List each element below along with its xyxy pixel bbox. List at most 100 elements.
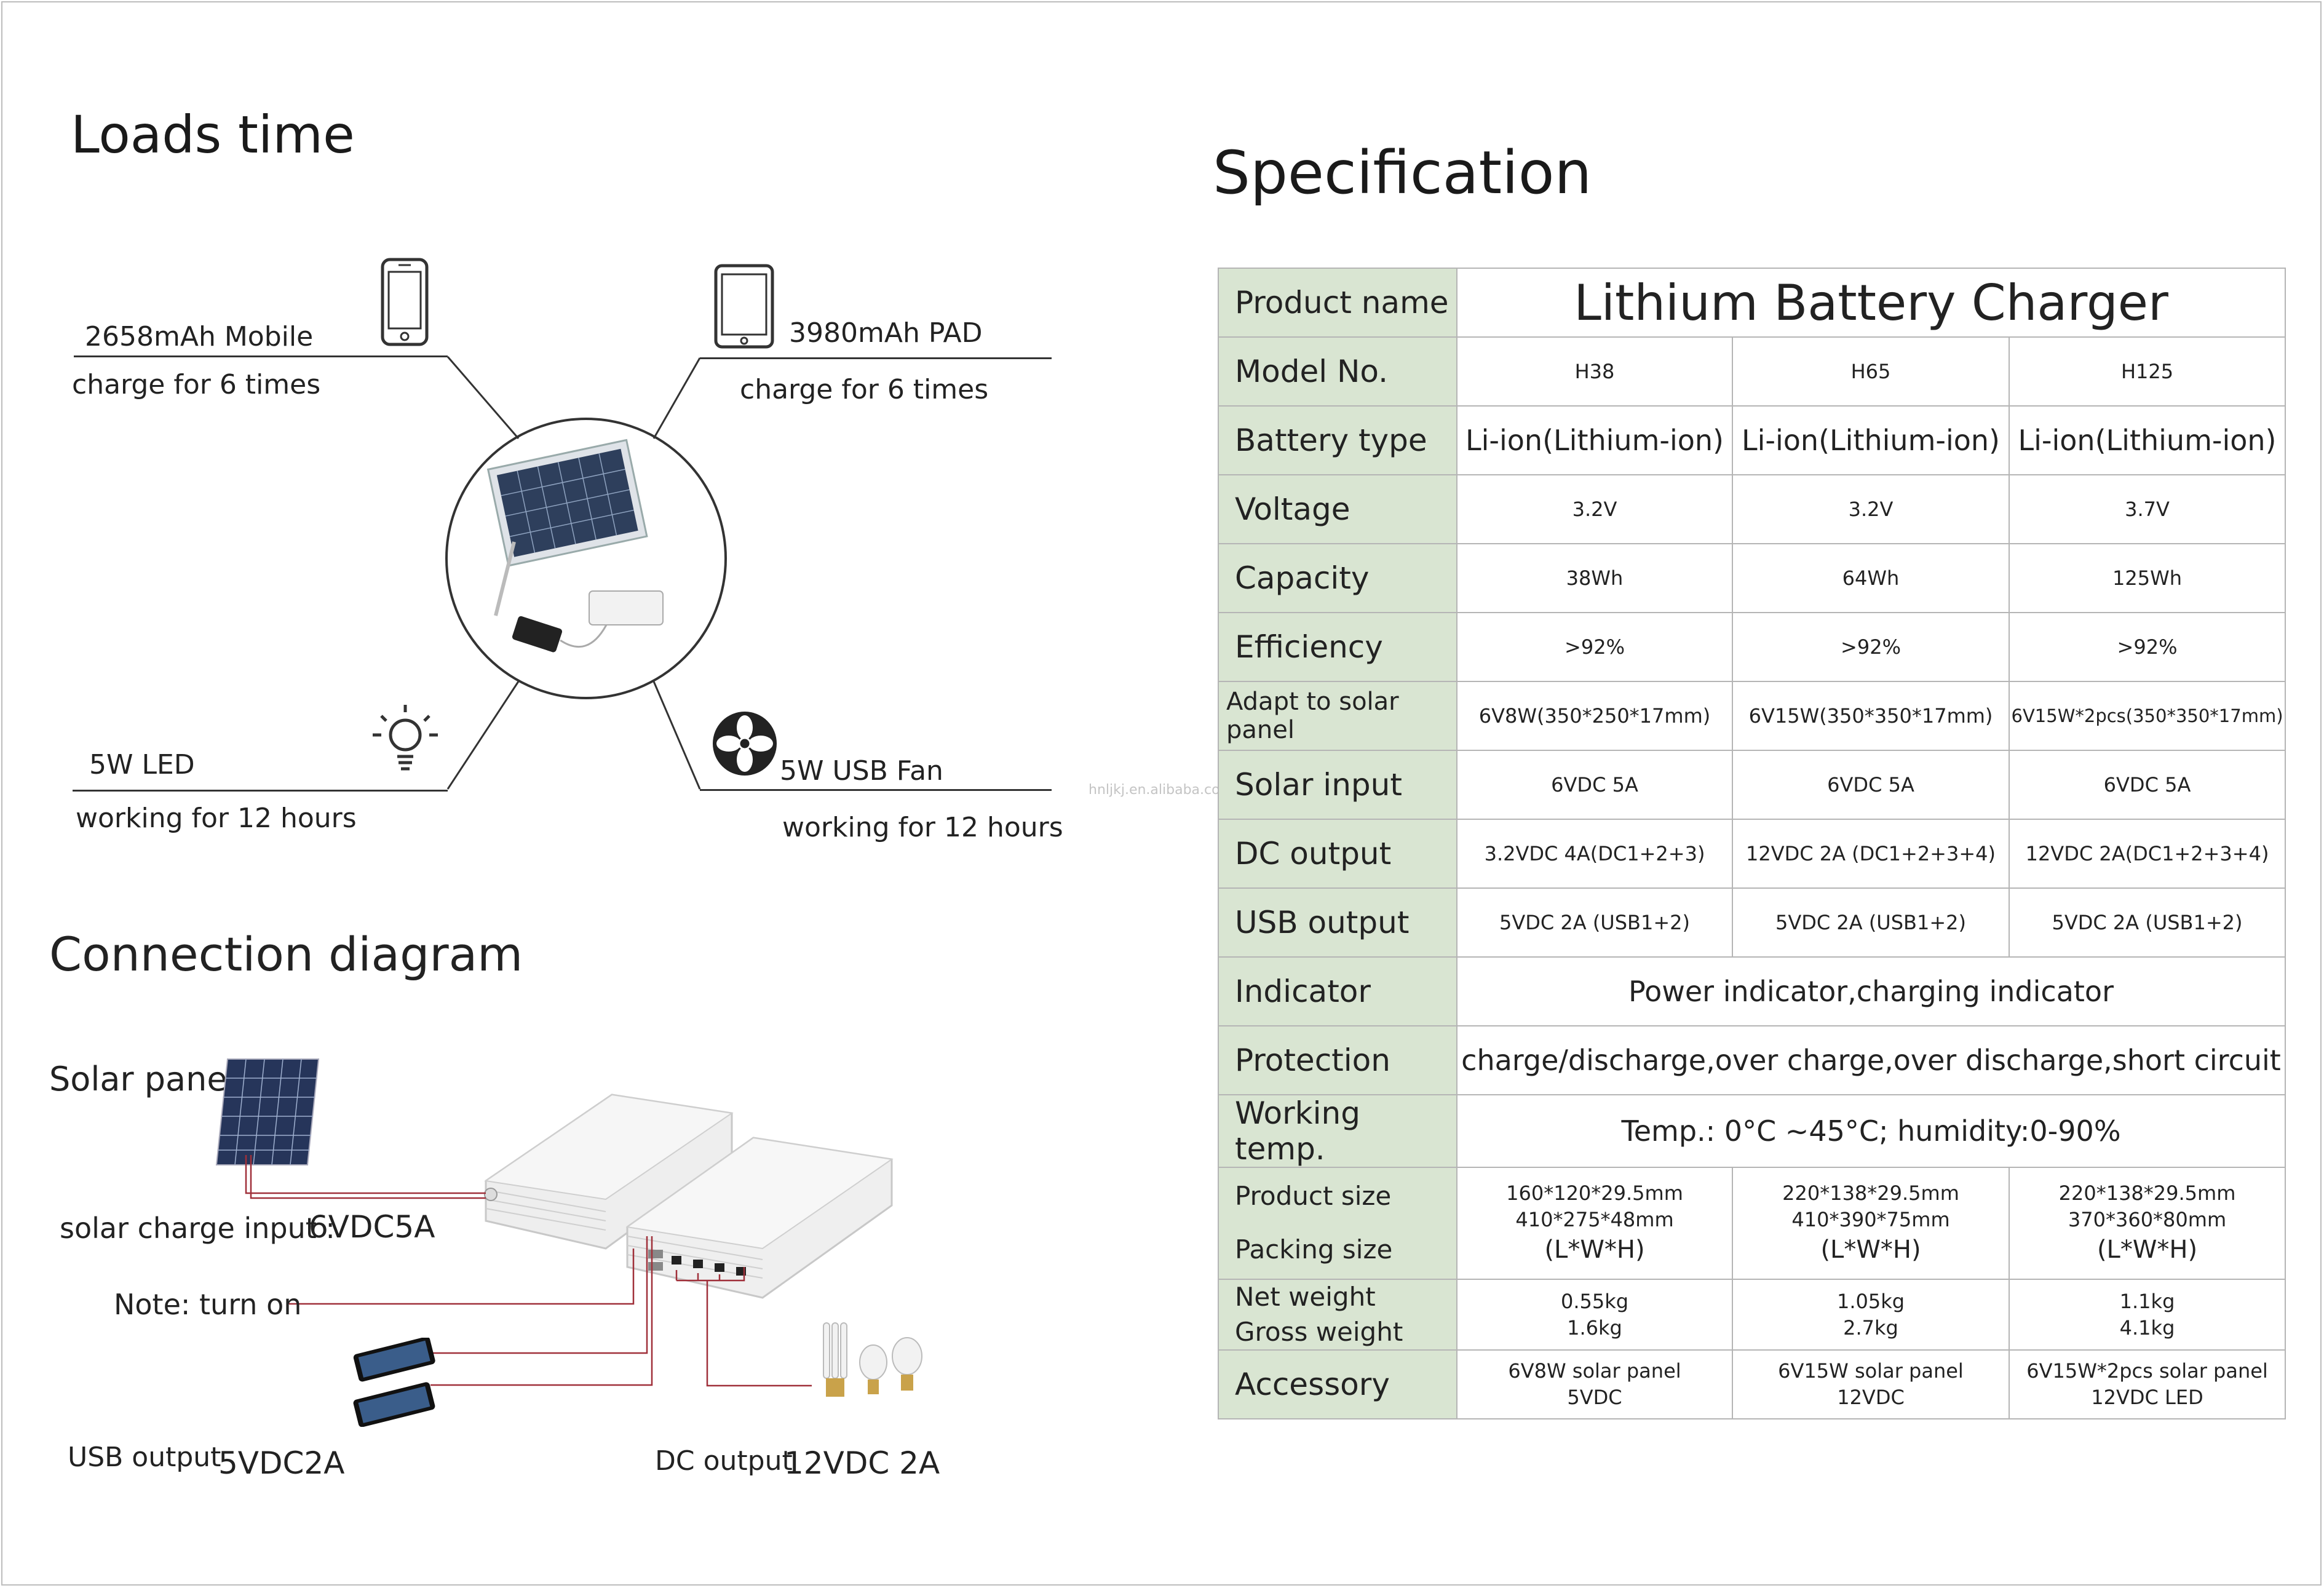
size-unit-h38: (L*W*H) (1544, 1236, 1645, 1264)
label-solar-input: Solar input (1218, 750, 1457, 820)
table-row: Adapt to solar panel 6V8W(350*250*17mm) … (1218, 681, 2286, 751)
fan-underline (700, 789, 1052, 791)
solar-panel-image (215, 1058, 320, 1165)
accessory-h125: 6V15W*2pcs solar panel 12VDC LED (2008, 1349, 2286, 1420)
table-row: Product name Lithium Battery Charger (1218, 268, 2286, 338)
table-row: Efficiency >92% >92% >92% (1218, 612, 2286, 682)
usb-output-h65: 5VDC 2A (USB1+2) (1732, 887, 2010, 958)
table-row: Capacity 38Wh 64Wh 125Wh (1218, 543, 2286, 613)
battery-type-h125: Li-ion(Lithium-ion) (2008, 405, 2286, 475)
gross-weight-h125: 4.1kg (2119, 1316, 2175, 1340)
label-weight: Net weight Gross weight (1218, 1278, 1457, 1351)
watermark: hnljkj.en.alibaba.com (1089, 782, 1234, 798)
label-battery-type: Battery type (1218, 405, 1457, 475)
label-accessory: Accessory (1218, 1349, 1457, 1420)
mobile-phone-icon (381, 258, 429, 346)
accessory-h38-line2: 5VDC (1567, 1386, 1622, 1410)
mobile-capacity-value: 2658mAh (85, 321, 216, 352)
accessory-h65: 6V15W solar panel 12VDC (1732, 1349, 2010, 1420)
label-model-no: Model No. (1218, 336, 1457, 407)
smartphones-image (353, 1338, 435, 1427)
size-unit-h125: (L*W*H) (2096, 1236, 2198, 1264)
product-size-h38: 160*120*29.5mm (1506, 1181, 1683, 1205)
accessory-h125-line2: 12VDC LED (2091, 1386, 2203, 1410)
product-size-h65: 220*138*29.5mm (1782, 1181, 1959, 1205)
label-product-size: Product size (1235, 1181, 1392, 1212)
solar-panel-h38: 6V8W(350*250*17mm) (1456, 681, 1733, 751)
solar-panel-h65: 6V15W(350*350*17mm) (1732, 681, 2010, 751)
led-underline (73, 790, 448, 792)
fan-icon (713, 712, 777, 776)
weight-h125: 1.1kg 4.1kg (2008, 1278, 2286, 1351)
label-dc-output: DC output (1218, 819, 1457, 889)
product-size-h125: 220*138*29.5mm (2058, 1181, 2236, 1205)
efficiency-h65: >92% (1732, 612, 2010, 682)
tablet-icon (714, 264, 774, 349)
connection-wires (245, 1155, 812, 1387)
usb-output-h125: 5VDC 2A (USB1+2) (2008, 887, 2286, 958)
table-row: Working temp. Temp.: 0°C ~45°C; humidity… (1218, 1094, 2286, 1168)
accessory-h125-line1: 6V15W*2pcs solar panel (2026, 1359, 2268, 1383)
loads-connector-lines (445, 356, 727, 790)
led-note: working for 12 hours (76, 803, 357, 834)
accessory-h38: 6V8W solar panel 5VDC (1456, 1349, 1733, 1420)
mobile-underline (74, 355, 448, 357)
efficiency-h125: >92% (2008, 612, 2286, 682)
label-indicator: Indicator (1218, 956, 1457, 1026)
solar-input-value: 6VDC5A (309, 1209, 435, 1245)
table-row: USB output 5VDC 2A (USB1+2) 5VDC 2A (USB… (1218, 887, 2286, 958)
solar-kit-illustration (486, 439, 664, 653)
battery-type-h65: Li-ion(Lithium-ion) (1732, 405, 2010, 475)
usb-output-label: USB output (68, 1442, 221, 1473)
weight-h38: 0.55kg 1.6kg (1456, 1278, 1733, 1351)
solar-input-h65: 6VDC 5A (1732, 750, 2010, 820)
mobile-device-label: Mobile (224, 321, 314, 352)
label-net-weight: Net weight (1235, 1282, 1376, 1312)
dc-output-h125: 12VDC 2A(DC1+2+3+4) (2008, 819, 2286, 889)
table-row: Protection charge/discharge,over charge,… (1218, 1025, 2286, 1095)
product-name-value: Lithium Battery Charger (1456, 268, 2286, 338)
specification-table: Product name Lithium Battery Charger Mod… (1218, 268, 2286, 1420)
table-row: Solar input 6VDC 5A 6VDC 5A 6VDC 5A (1218, 750, 2286, 820)
solar-panel-label: Solar panel (49, 1060, 237, 1098)
usb-output-value: 5VDC2A (218, 1445, 345, 1481)
capacity-h65: 64Wh (1732, 543, 2010, 613)
light-bulbs-image (823, 1322, 922, 1397)
loads-time-title: Loads time (71, 105, 355, 165)
pad-underline (700, 357, 1052, 359)
size-h38: 160*120*29.5mm 410*275*48mm (L*W*H) (1456, 1167, 1733, 1280)
net-weight-h125: 1.1kg (2119, 1289, 2175, 1313)
light-bulb-icon (373, 705, 438, 771)
solar-input-label: solar charge input : (60, 1212, 335, 1245)
dc-output-label: DC output (655, 1445, 793, 1477)
table-row: Product size Packing size 160*120*29.5mm… (1218, 1167, 2286, 1280)
net-weight-h38: 0.55kg (1560, 1289, 1629, 1313)
voltage-h125: 3.7V (2008, 474, 2286, 544)
solar-panel-h125: 6V15W*2pcs(350*350*17mm) (2008, 681, 2286, 751)
packing-size-h65: 410*390*75mm (1791, 1208, 1950, 1231)
table-row: Voltage 3.2V 3.2V 3.7V (1218, 474, 2286, 544)
model-h125: H125 (2008, 336, 2286, 407)
model-h65: H65 (1732, 336, 2010, 407)
accessory-h65-line1: 6V15W solar panel (1778, 1359, 1964, 1383)
protection-value: charge/discharge,over charge,over discha… (1456, 1025, 2286, 1095)
size-h65: 220*138*29.5mm 410*390*75mm (L*W*H) (1732, 1167, 2010, 1280)
label-adapt-solar-panel: Adapt to solar panel (1218, 681, 1457, 751)
net-weight-h65: 1.05kg (1836, 1289, 1905, 1313)
gross-weight-h65: 2.7kg (1843, 1316, 1898, 1340)
accessory-h38-line1: 6V8W solar panel (1508, 1359, 1681, 1383)
label-product-name: Product name (1218, 268, 1457, 338)
mobile-capacity: 2658mAh Mobile (85, 321, 313, 352)
label-capacity: Capacity (1218, 543, 1457, 613)
weight-h65: 1.05kg 2.7kg (1732, 1278, 2010, 1351)
dc-output-h65: 12VDC 2A (DC1+2+3+4) (1732, 819, 2010, 889)
note-turn-on: Note: turn on (114, 1288, 302, 1321)
size-h125: 220*138*29.5mm 370*360*80mm (L*W*H) (2008, 1167, 2286, 1280)
specification-title: Specification (1213, 138, 1592, 207)
label-voltage: Voltage (1218, 474, 1457, 544)
capacity-h38: 38Wh (1456, 543, 1733, 613)
voltage-h65: 3.2V (1732, 474, 2010, 544)
power-bank-units (484, 1094, 894, 1299)
label-working-temp: Working temp. (1218, 1094, 1457, 1168)
